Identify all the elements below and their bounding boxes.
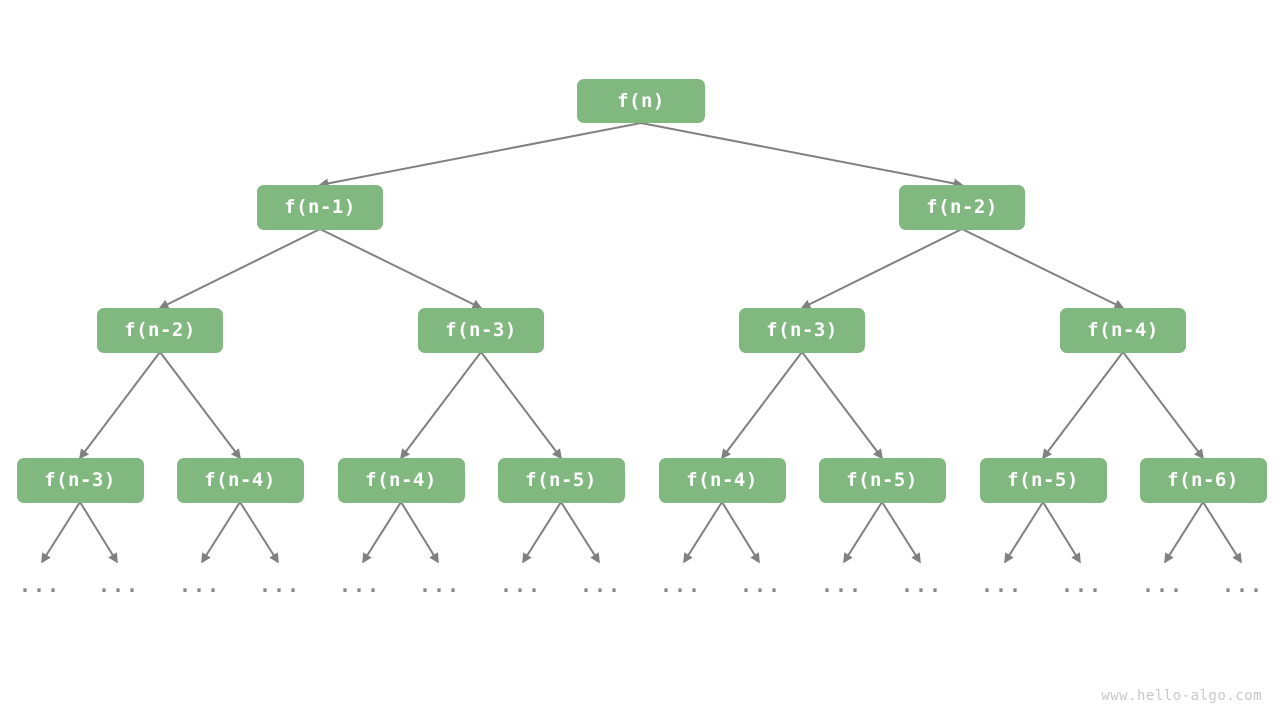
tree-edge bbox=[319, 228, 483, 309]
tree-node-level-2-2: f(n-3) bbox=[739, 307, 865, 353]
tree-edge bbox=[1042, 351, 1124, 460]
tree-edge bbox=[1202, 501, 1242, 564]
tree-node-level-3-5: f(n-5) bbox=[818, 457, 946, 503]
tree-node-level-3-0: f(n-3) bbox=[16, 457, 144, 503]
ellipsis-marker: ... bbox=[338, 573, 382, 597]
tree-edge bbox=[1122, 351, 1204, 460]
ellipsis-marker: ... bbox=[579, 573, 623, 597]
ellipsis-marker: ... bbox=[900, 573, 944, 597]
tree-edge bbox=[560, 501, 600, 564]
ellipsis-marker: ... bbox=[739, 573, 783, 597]
tree-node-level-3-4: f(n-4) bbox=[658, 457, 786, 503]
tree-node-level-2-0: f(n-2) bbox=[97, 307, 223, 353]
ellipsis-marker: ... bbox=[1221, 573, 1265, 597]
ellipsis-marker: ... bbox=[18, 573, 62, 597]
tree-edge bbox=[158, 228, 321, 309]
tree-edge bbox=[1042, 501, 1081, 564]
ellipsis-marker: ... bbox=[980, 573, 1024, 597]
tree-node-level-1-0: f(n-1) bbox=[257, 184, 383, 230]
tree-edge bbox=[961, 228, 1125, 309]
ellipsis-marker: ... bbox=[178, 573, 222, 597]
tree-edge bbox=[721, 351, 803, 460]
tree-node-level-2-3: f(n-4) bbox=[1060, 307, 1186, 353]
tree-edge bbox=[239, 501, 279, 564]
tree-edge bbox=[721, 501, 760, 564]
tree-edge bbox=[79, 351, 161, 460]
tree-node-level-3-6: f(n-5) bbox=[979, 457, 1107, 503]
tree-node-level-3-1: f(n-4) bbox=[176, 457, 304, 503]
tree-edge bbox=[522, 501, 562, 564]
tree-node-level-3-2: f(n-4) bbox=[337, 457, 465, 503]
tree-edge bbox=[881, 501, 921, 564]
tree-edge bbox=[400, 501, 439, 564]
tree-edge bbox=[1004, 501, 1044, 564]
ellipsis-marker: ... bbox=[418, 573, 462, 597]
tree-edge bbox=[362, 501, 402, 564]
tree-edge bbox=[318, 122, 642, 189]
tree-edge bbox=[159, 351, 241, 460]
tree-edge bbox=[480, 351, 562, 460]
ellipsis-marker: ... bbox=[659, 573, 703, 597]
ellipsis-marker: ... bbox=[97, 573, 141, 597]
tree-edge bbox=[1164, 501, 1204, 564]
tree-node-level-3-3: f(n-5) bbox=[497, 457, 625, 503]
tree-edge bbox=[640, 122, 964, 189]
tree-node-level-2-1: f(n-3) bbox=[418, 307, 544, 353]
tree-edge bbox=[801, 351, 883, 460]
tree-node-level-3-7: f(n-6) bbox=[1139, 457, 1267, 503]
ellipsis-marker: ... bbox=[499, 573, 543, 597]
tree-edge bbox=[41, 501, 81, 564]
tree-edge bbox=[201, 501, 241, 564]
ellipsis-marker: ... bbox=[258, 573, 302, 597]
tree-edges bbox=[41, 122, 1242, 564]
ellipsis-marker: ... bbox=[1141, 573, 1185, 597]
tree-edge bbox=[400, 351, 482, 460]
tree-edge bbox=[800, 228, 963, 309]
tree-node-level-1-1: f(n-2) bbox=[899, 184, 1025, 230]
tree-edge bbox=[843, 501, 883, 564]
ellipsis-marker: ... bbox=[1060, 573, 1104, 597]
tree-edge bbox=[683, 501, 723, 564]
ellipsis-marker: ... bbox=[820, 573, 864, 597]
tree-node-level-0-0: f(n) bbox=[577, 79, 705, 123]
watermark: www.hello-algo.com bbox=[1101, 688, 1262, 704]
tree-edge bbox=[79, 501, 118, 564]
